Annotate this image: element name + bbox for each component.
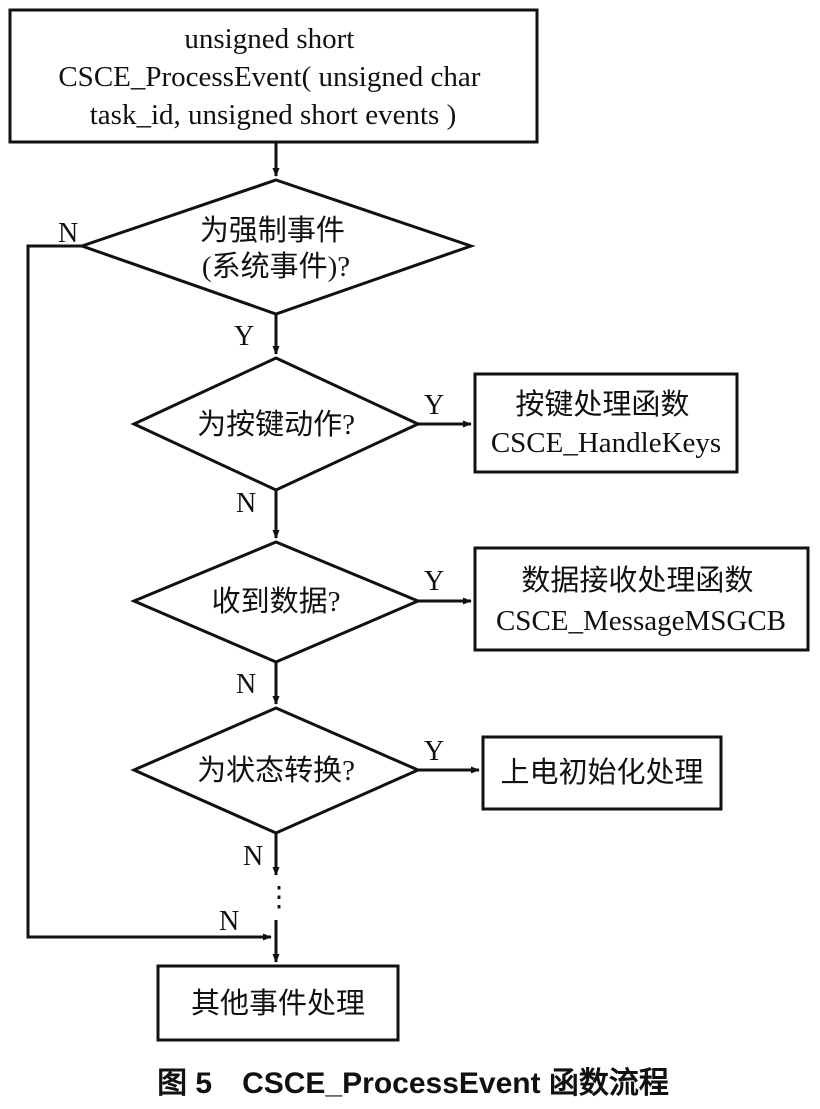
process-2-line-1: 数据接收处理函数 xyxy=(521,564,753,597)
label-n-bypass-join: N xyxy=(219,906,239,937)
start-box-line-3: task_id, unsigned short events ) xyxy=(90,99,456,131)
ellipsis-continuation: ⋮ xyxy=(265,882,293,913)
svg-text:为强制事件 (系统事件)?: 为强制事件 (系统事件)? xyxy=(200,214,352,283)
line-decision-1-no-bypass xyxy=(26,244,272,941)
label-n-decision-2: N xyxy=(236,488,256,519)
figure-caption: 图 5 CSCE_ProcessEvent 函数流程 xyxy=(157,1067,669,1100)
process-box-handle-keys xyxy=(473,372,739,474)
decision-1-line-1: 为强制事件 xyxy=(200,214,345,247)
start-box xyxy=(8,8,539,144)
label-y-decision-1: Y xyxy=(234,321,254,352)
process-box-message-msgcb xyxy=(473,546,810,652)
end-box-label: 其他事件处理 xyxy=(191,987,365,1020)
decision-1-diamond xyxy=(77,178,476,316)
svg-text:数据接收处理函数 CSCE_MessageMSGCB: 数据接收处理函数 CSCE_MessageMSGCB xyxy=(496,564,786,637)
label-n-decision-4: N xyxy=(243,841,263,872)
label-y-decision-2: Y xyxy=(424,390,444,421)
decision-4-label: 为状态转换? xyxy=(197,754,355,787)
process-2-line-2: CSCE_MessageMSGCB xyxy=(496,605,786,637)
start-box-line-1: unsigned short xyxy=(184,23,354,55)
label-n-decision-3: N xyxy=(236,669,256,700)
label-y-decision-4: Y xyxy=(424,736,444,767)
process-1-line-2: CSCE_HandleKeys xyxy=(491,427,721,459)
decision-1-line-2: (系统事件)? xyxy=(202,250,350,283)
process-3-label: 上电初始化处理 xyxy=(500,756,703,789)
label-y-decision-3: Y xyxy=(424,566,444,597)
svg-text:unsigned short CSCE_Proces: unsigned short CSCE_ProcessEvent( unsign… xyxy=(58,23,487,131)
svg-text:按键处理函数 CSCE_HandleKeys: 按键处理函数 CSCE_HandleKeys xyxy=(491,388,721,459)
process-box-power-on-init xyxy=(481,735,723,811)
label-n-decision-1: N xyxy=(58,218,78,249)
start-box-line-2: CSCE_ProcessEvent( unsigned char xyxy=(58,61,480,93)
decision-2-label: 为按键动作? xyxy=(197,408,355,441)
end-box xyxy=(156,964,400,1042)
decision-3-label: 收到数据? xyxy=(212,585,341,618)
process-1-line-1: 按键处理函数 xyxy=(515,388,689,421)
